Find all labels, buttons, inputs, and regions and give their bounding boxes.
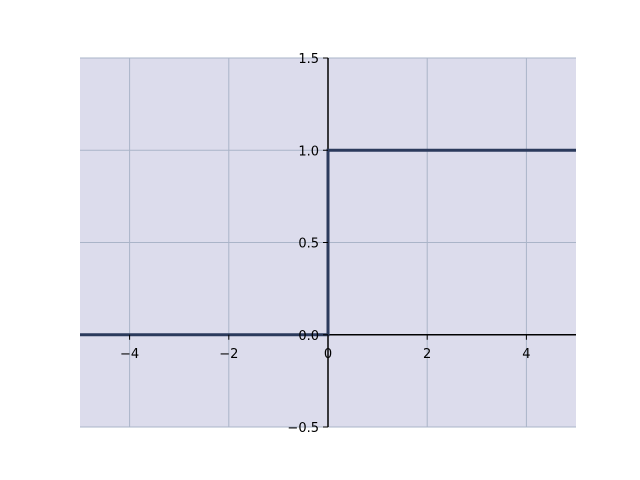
x-tick-label: 2	[423, 347, 431, 362]
x-tick-label: 0	[324, 347, 332, 362]
y-tick-label: 0.5	[298, 237, 319, 252]
x-tick-label: −2	[219, 347, 238, 362]
x-tick-label: 4	[522, 347, 530, 362]
y-tick-label: 1.0	[298, 144, 319, 159]
y-tick-label: 0.0	[298, 329, 319, 344]
y-tick-label: −0.5	[287, 421, 319, 436]
x-tick-label: −4	[120, 347, 139, 362]
y-tick-label: 1.5	[298, 52, 319, 67]
